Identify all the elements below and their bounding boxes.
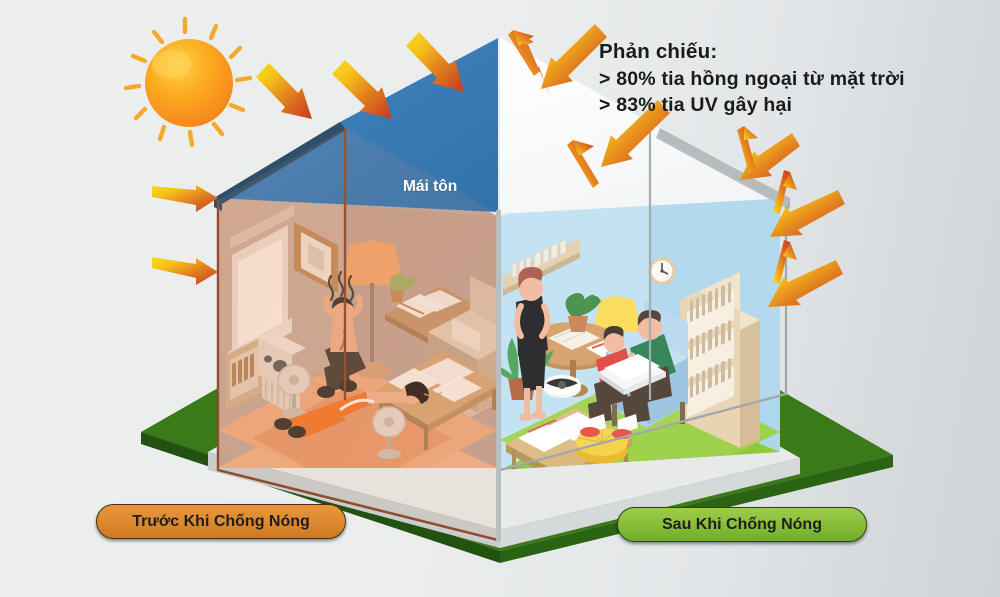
reflection-callout: Phản chiếu: > 80% tia hồng ngoại từ mặt …	[599, 38, 929, 119]
reflected-ray-arrow	[773, 240, 797, 284]
center-divider	[496, 210, 501, 542]
solar-arrows-right	[508, 24, 845, 307]
reflected-ray-arrow	[773, 170, 797, 214]
solar-ray-arrow	[768, 260, 843, 307]
potted-plant	[565, 293, 601, 332]
solar-ray-arrow	[541, 24, 607, 89]
roof-label: Mái tôn	[403, 178, 458, 195]
badge-after-treatment[interactable]: Sau Khi Chống Nóng	[617, 507, 867, 542]
incoming-solar-arrows-left	[152, 32, 464, 285]
solar-ray-arrow	[152, 257, 218, 285]
hot-room-interior	[218, 128, 497, 468]
solar-ray-arrow	[770, 190, 845, 237]
wall-clock	[648, 257, 676, 285]
reflected-ray-arrow	[508, 30, 549, 95]
solar-ray-arrow	[601, 100, 670, 167]
solar-ray-arrow	[152, 185, 218, 212]
solar-ray-arrow	[332, 60, 392, 119]
reflection-line-uv: > 83% tia UV gây hại	[599, 94, 793, 117]
reflected-ray-arrow	[737, 126, 758, 173]
sun-icon	[123, 16, 253, 148]
robot-vacuum	[543, 375, 581, 398]
solar-ray-arrow	[406, 32, 464, 92]
reflection-line-infrared: > 80% tia hồng ngoại từ mặt trời	[599, 68, 905, 91]
solar-ray-arrow	[256, 63, 312, 119]
bookcase	[680, 272, 760, 448]
badge-before-treatment[interactable]: Trước Khi Chống Nóng	[96, 504, 346, 539]
standing-woman	[514, 267, 551, 421]
hot-room-glass	[218, 128, 498, 540]
reflected-ray-arrow	[567, 140, 599, 188]
reflection-title: Phản chiếu:	[599, 40, 718, 63]
cool-room-glass	[500, 132, 786, 470]
